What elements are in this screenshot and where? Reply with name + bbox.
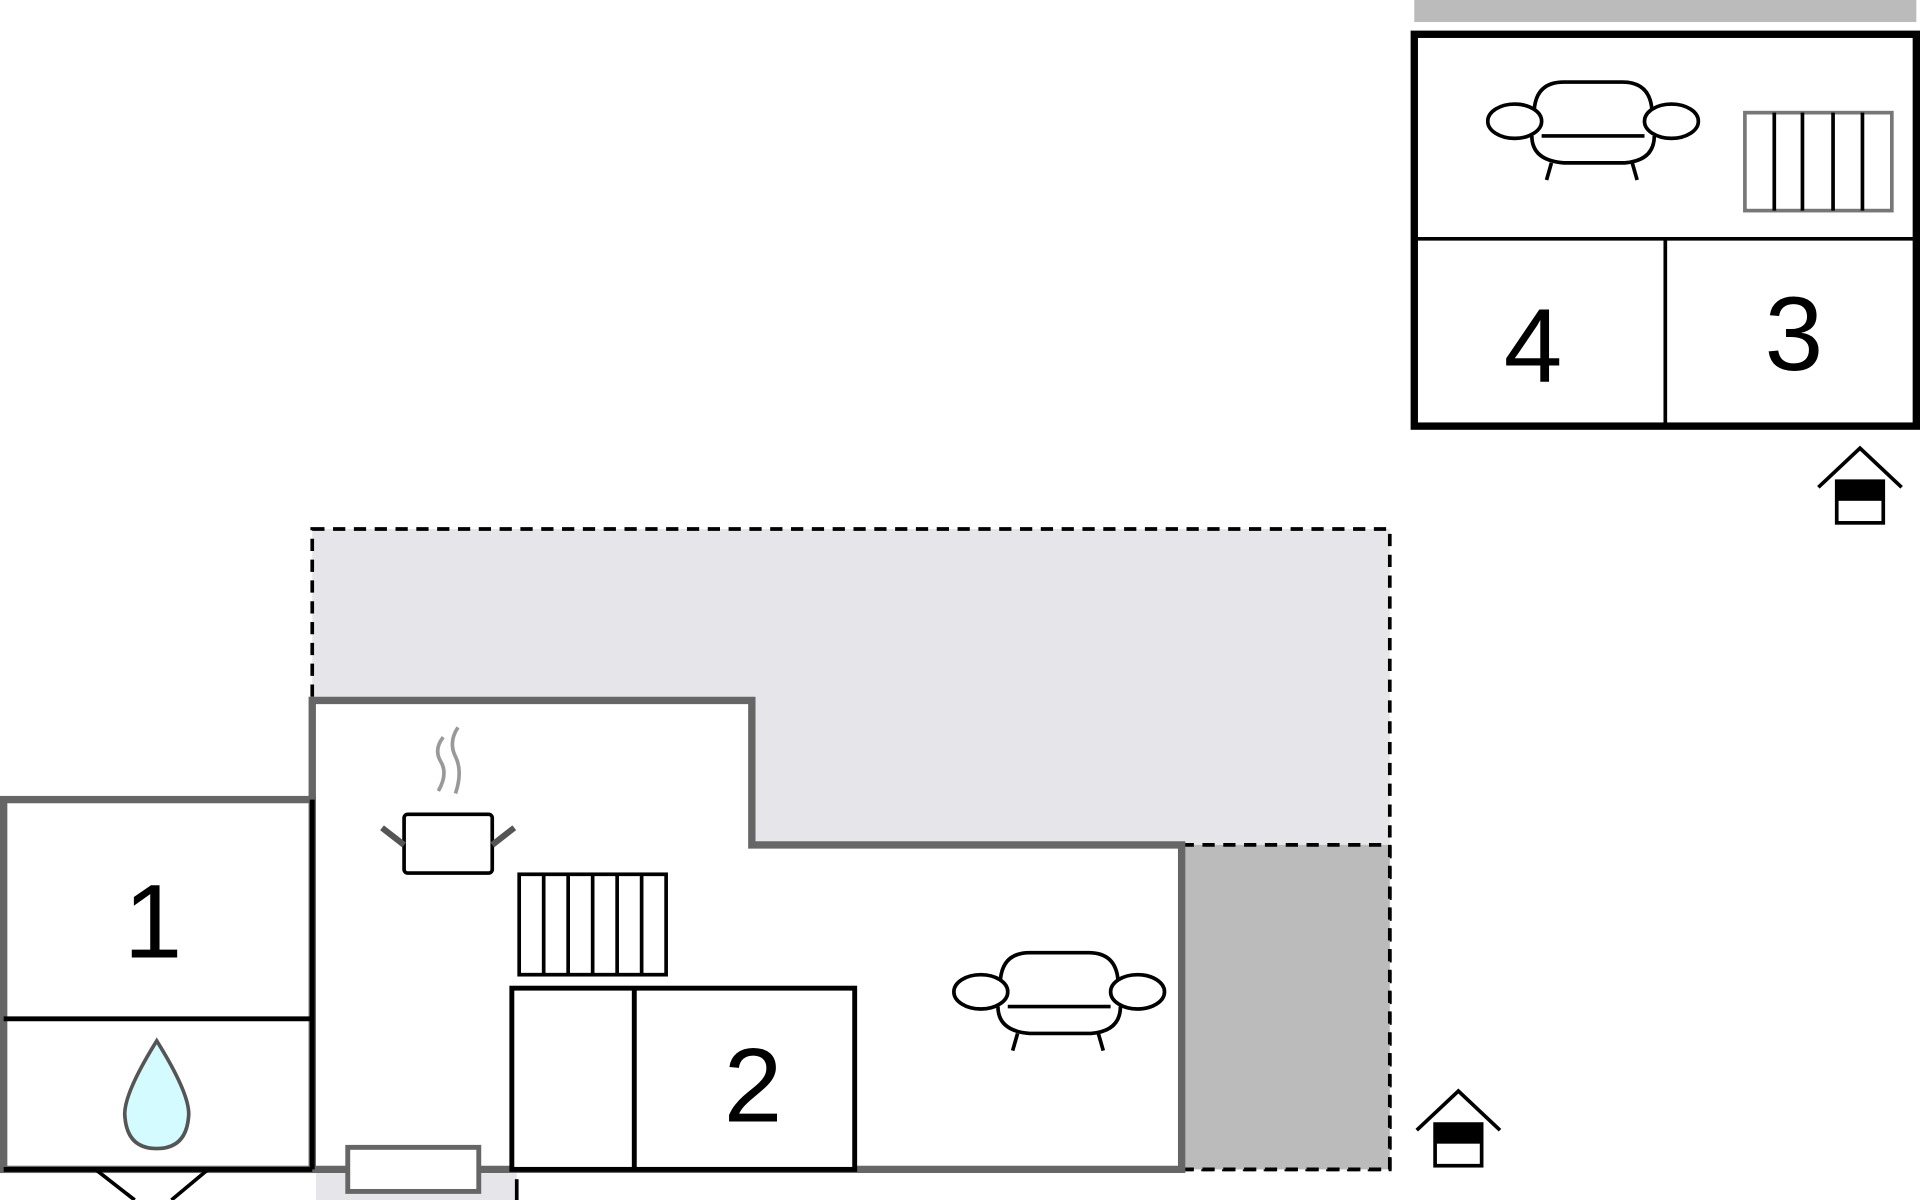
room-label-1: 1 xyxy=(124,864,183,981)
roof-strip xyxy=(1414,0,1917,23)
room-2: 2 xyxy=(509,985,858,1172)
stairs-icon xyxy=(1743,110,1894,213)
house-entrance-icon xyxy=(1816,446,1904,525)
left-room: 1 xyxy=(0,795,316,1200)
room-label-3: 3 xyxy=(1765,276,1824,393)
water-drop-icon xyxy=(122,1037,191,1151)
room-label-4: 4 xyxy=(1504,288,1563,405)
house-entrance-icon xyxy=(1414,1089,1502,1168)
upper-building: 4 3 xyxy=(1410,30,1920,430)
stairs-icon xyxy=(517,872,668,977)
room-label-2: 2 xyxy=(724,1028,783,1145)
covered-area xyxy=(1179,843,1392,1172)
cooking-pot-icon xyxy=(380,726,517,875)
window-bench xyxy=(345,1144,482,1194)
